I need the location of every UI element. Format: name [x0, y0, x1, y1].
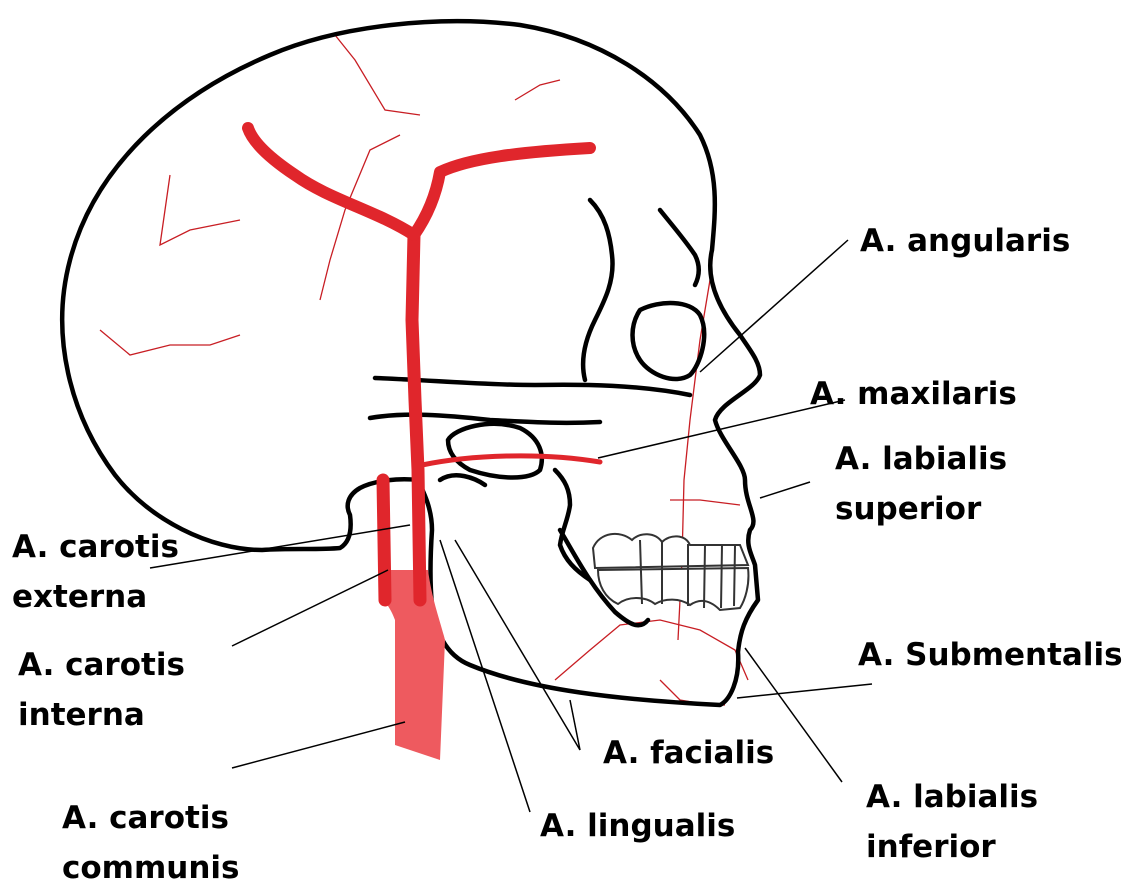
leader-facialis-b	[455, 540, 580, 750]
internal-carotid-artery	[412, 235, 420, 600]
frontal-artery-branch	[414, 148, 590, 235]
zygomatic-line-upper	[375, 378, 690, 395]
label-carotis-interna-line2: interna	[18, 690, 185, 740]
label-labialis-inferior-line2: inferior	[866, 822, 1038, 872]
frontal-branch-vessel	[515, 80, 560, 100]
label-carotis-communis-line2: communis	[62, 843, 240, 879]
label-labialis-superior-line1: A. labialis	[835, 434, 1007, 484]
label-lingualis-text: A. lingualis	[540, 807, 735, 845]
maxillary-artery	[422, 456, 600, 465]
external-carotid-artery	[383, 480, 385, 600]
leader-lines	[150, 240, 872, 812]
zygomatic-line-lower	[370, 415, 600, 423]
label-lingualis: A. lingualis	[540, 807, 735, 845]
leader-lingualis	[440, 540, 530, 812]
mandibular-condyle	[448, 424, 542, 478]
label-maxilaris: A. maxilaris	[810, 375, 1017, 413]
maxilla-outline	[555, 470, 590, 580]
label-submentalis-text: A. Submentalis	[858, 636, 1123, 674]
frontal-ridge	[583, 200, 613, 380]
label-carotis-communis-line1: A. carotis	[62, 793, 240, 843]
leader-carotis-interna	[232, 570, 388, 646]
major-arteries	[248, 128, 600, 760]
parietal-branch-vessel	[335, 35, 420, 115]
label-carotis-externa: A. carotis externa	[12, 522, 179, 622]
label-labialis-inferior-line1: A. labialis	[866, 772, 1038, 822]
label-submentalis: A. Submentalis	[858, 636, 1123, 674]
parietal-artery-branch	[248, 128, 414, 235]
upper-teeth	[593, 534, 748, 568]
label-carotis-externa-line2: externa	[12, 572, 179, 622]
label-angularis: A. angularis	[860, 222, 1070, 260]
label-labialis-superior: A. labialis superior	[835, 434, 1007, 534]
label-maxilaris-text: A. maxilaris	[810, 375, 1017, 413]
lower-teeth	[598, 568, 748, 610]
label-facialis: A. facialis	[603, 734, 774, 772]
label-carotis-communis: A. carotis communis	[62, 793, 240, 879]
label-labialis-superior-line2: superior	[835, 484, 1007, 534]
label-labialis-inferior: A. labialis inferior	[866, 772, 1038, 872]
upper-lip-vessel	[670, 500, 740, 505]
occipital-branch-vessel	[160, 175, 240, 245]
leader-carotis-communis	[232, 722, 405, 768]
label-carotis-externa-line1: A. carotis	[12, 522, 179, 572]
label-angularis-text: A. angularis	[860, 222, 1070, 260]
leader-labialis-superior	[760, 482, 810, 498]
teeth	[593, 534, 748, 610]
condyle-notch	[440, 475, 485, 485]
nasal-ridge	[660, 210, 699, 285]
label-facialis-text: A. facialis	[603, 734, 774, 772]
orbit-outline	[633, 303, 705, 379]
posterior-branch-vessel	[100, 330, 240, 355]
label-carotis-interna-line1: A. carotis	[18, 640, 185, 690]
leader-submentalis	[737, 684, 872, 698]
submental-vessel	[555, 620, 748, 680]
label-carotis-interna: A. carotis interna	[18, 640, 185, 740]
